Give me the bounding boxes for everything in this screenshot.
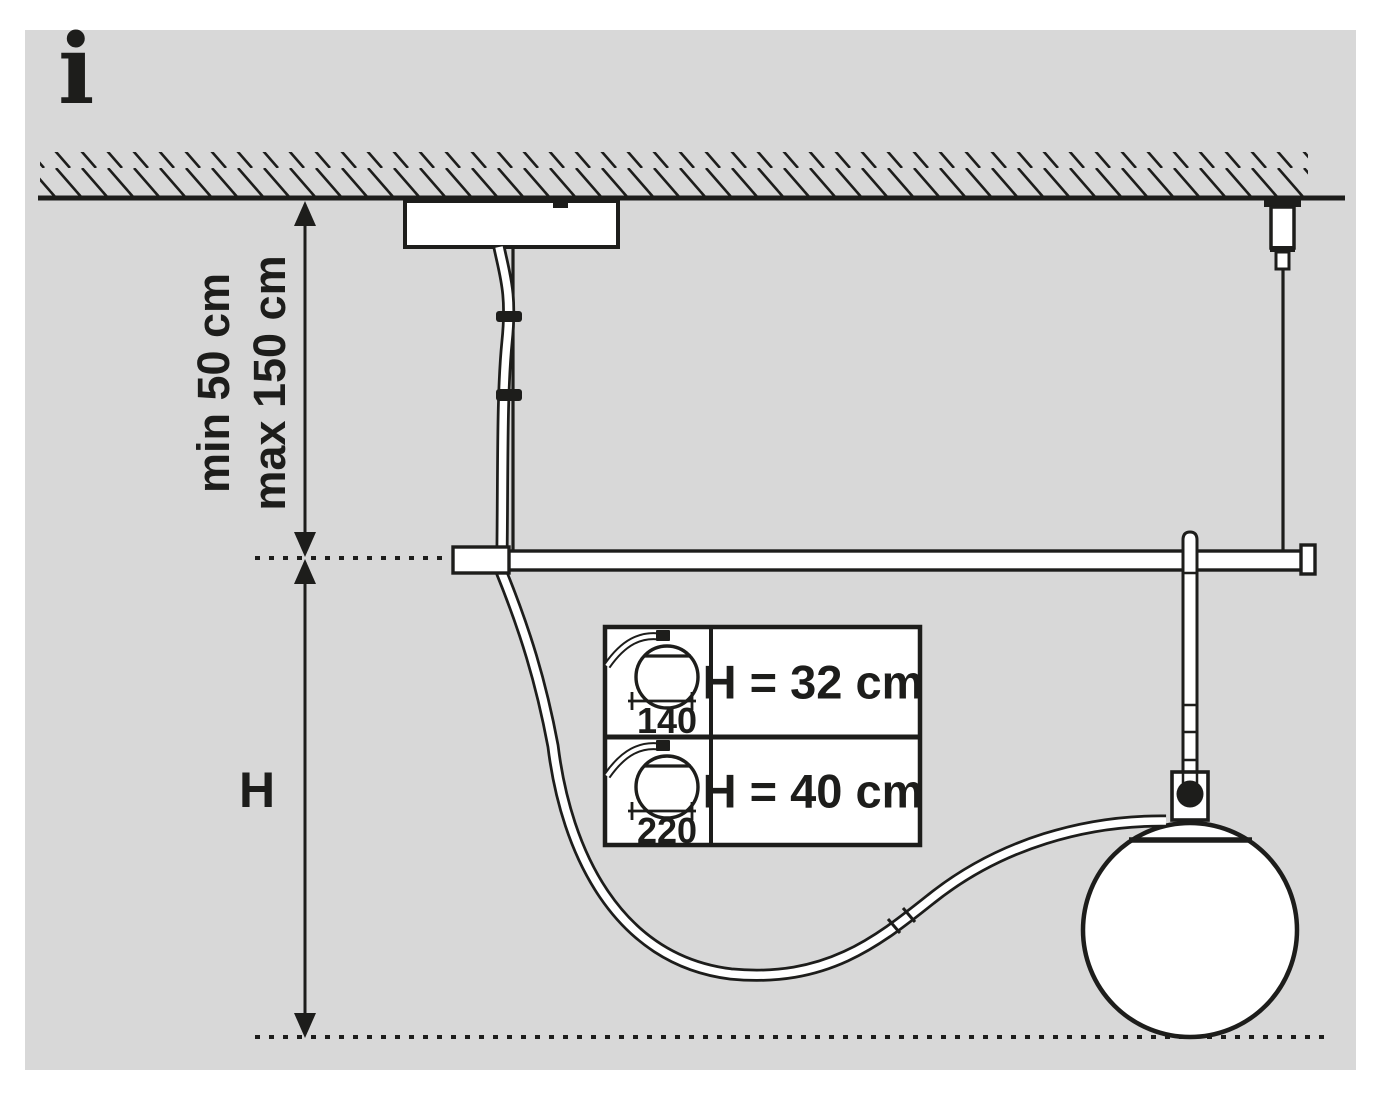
info-symbol: i bbox=[58, 13, 95, 126]
globe-icon-140 bbox=[603, 630, 700, 710]
height-dimension-label: H bbox=[238, 762, 276, 818]
ceiling-canopy bbox=[403, 199, 620, 249]
instruction-sheet bbox=[25, 30, 1356, 1070]
table-diameter-220: 220 bbox=[636, 810, 698, 851]
table-diameter-140: 140 bbox=[636, 700, 698, 741]
cable-clamp bbox=[496, 389, 522, 401]
horizontal-bar bbox=[451, 543, 1317, 576]
table-height-40: H = 40 cm bbox=[702, 764, 924, 818]
ceiling-attachment bbox=[1264, 200, 1301, 271]
table-height-32: H = 32 cm bbox=[702, 655, 924, 709]
globe-icon-220 bbox=[603, 740, 700, 820]
pulley bbox=[1176, 780, 1204, 808]
suspension-min-label: min 50 cm bbox=[188, 272, 239, 494]
canopy-nub bbox=[553, 199, 568, 208]
globe-diffuser bbox=[1080, 820, 1300, 1040]
installation-diagram bbox=[38, 152, 1345, 1040]
cord-connector bbox=[886, 907, 917, 934]
cable-clamp bbox=[496, 311, 522, 322]
dimension-arrow-suspension bbox=[294, 201, 316, 557]
dimension-arrow-height bbox=[294, 559, 316, 1038]
bar-end-cap-left bbox=[451, 545, 511, 575]
spec-table bbox=[602, 624, 923, 848]
bar-end-cap-right bbox=[1299, 543, 1317, 576]
rod-bracket bbox=[1170, 770, 1210, 822]
power-cord-lower bbox=[494, 568, 1167, 982]
suspension-dimension-label: min 50 cm max 150 cm bbox=[186, 255, 298, 510]
ceiling-hatch bbox=[40, 152, 1308, 198]
suspension-max-label: max 150 cm bbox=[244, 255, 295, 511]
power-cord-upper bbox=[492, 245, 516, 553]
support-rod bbox=[1181, 530, 1199, 825]
